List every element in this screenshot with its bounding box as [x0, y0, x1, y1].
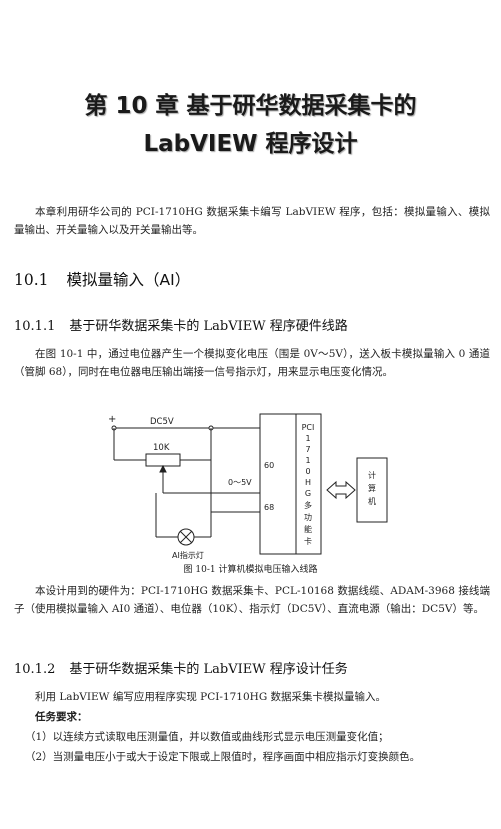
resistor-label: 10K: [153, 443, 170, 453]
subsection-number: 10.1.2: [14, 662, 56, 677]
figure-caption: 图 10-1 计算机模拟电压输入线路: [183, 565, 318, 575]
section-number: 10.1: [14, 271, 49, 289]
task-intro: 利用 LabVIEW 编写应用程序实现 PCI-1710HG 数据采集卡模拟量输…: [35, 691, 387, 703]
computer-label-char: 机: [368, 496, 376, 506]
card-label-char: 1: [305, 434, 310, 443]
intro-paragraph: 本章利用研华公司的 PCI-1710HG 数据采集卡编写 LabVIEW 程序，…: [14, 206, 490, 236]
section-heading-10-1-2: 10.1.2 基于研华数据采集卡的 LabVIEW 程序设计任务: [14, 658, 348, 677]
section-heading-10-1-1: 10.1.1 基于研华数据采集卡的 LabVIEW 程序硬件线路: [14, 315, 348, 334]
card-label-char: 多: [304, 500, 312, 510]
chapter-title-line1: 第 10 章 基于研华数据采集卡的: [84, 93, 417, 119]
task-item: （2）当测量电压小于或大于设定下限或上限值时，程序画面中相应指示灯变换颜色。: [25, 751, 421, 763]
circuit-diagram: + DC5V 10K 0～5V 60 68 AI指示灯 PCI 1 7 1 0 …: [108, 413, 388, 560]
card-label-char: 0: [305, 467, 310, 476]
computer-label-char: 计: [368, 470, 376, 480]
pin-60-label: 60: [264, 461, 274, 470]
hardware-paragraph: 本设计用到的硬件为：PCI-1710HG 数据采集卡、PCL-10168 数据线…: [14, 585, 490, 615]
subsection-title: 基于研华数据采集卡的 LabVIEW 程序设计任务: [69, 662, 348, 677]
plus-terminal-label: +: [108, 414, 116, 425]
computer-label-char: 算: [368, 483, 376, 493]
card-label-char: PCI: [302, 423, 315, 432]
card-label-char: H: [305, 478, 311, 487]
dc-supply-label: DC5V: [150, 417, 174, 427]
card-label: PCI 1 7 1 0 H G 多 功 能 卡: [302, 423, 315, 546]
subsection-number: 10.1.1: [14, 319, 56, 334]
chapter-title-line2: LabVIEW 程序设计: [143, 131, 358, 157]
section-heading-10-1: 10.1 模拟量输入（AI）: [14, 268, 190, 290]
card-label-char: 能: [304, 524, 312, 534]
card-label-char: 功: [304, 512, 312, 522]
indicator-lamp-label: AI指示灯: [172, 550, 204, 560]
section-title: 模拟量输入（AI）: [66, 271, 191, 289]
voltage-range-label: 0～5V: [228, 478, 252, 487]
pin-68-label: 68: [264, 503, 274, 512]
card-label-char: 1: [305, 456, 310, 465]
task-item: （1）以连续方式读取电压测量值，并以数值或曲线形式显示电压测量变化值；: [25, 731, 389, 743]
card-label-char: G: [305, 489, 311, 498]
circuit-description: 在图 10-1 中，通过电位器产生一个模拟变化电压（围是 0V～5V），送入板卡…: [14, 348, 490, 378]
subsection-title: 基于研华数据采集卡的 LabVIEW 程序硬件线路: [69, 319, 348, 334]
computer-label: 计 算 机: [368, 470, 376, 506]
card-label-char: 7: [305, 445, 310, 454]
task-heading: 任务要求：: [35, 711, 88, 723]
card-label-char: 卡: [304, 536, 312, 546]
